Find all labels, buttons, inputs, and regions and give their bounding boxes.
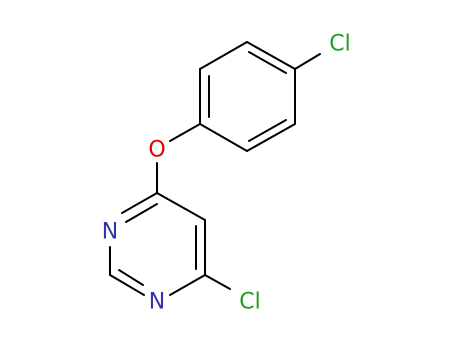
- atom-cl-top: Cl: [329, 32, 350, 57]
- pyrimidine-ring: [109, 192, 206, 296]
- bond-benzene-to-oxygen: [169, 123, 201, 142]
- double-bond-inner-n-lower-c2: [118, 269, 144, 286]
- bond-pyr-n-lower-to-c2: [109, 274, 145, 296]
- bond-pyr-c6-to-n-lower: [169, 274, 206, 296]
- double-bond-inner-top-right: [248, 51, 287, 74]
- double-bond-inner-n-upper-c4: [125, 203, 158, 223]
- bond-pyrimidine-to-cl-bottom: [204, 274, 231, 290]
- bond-benz-bottom-to-lower-left: [199, 123, 248, 152]
- double-bond-inner-bottom-right: [248, 119, 287, 142]
- bond-benz-lower-right-to-bottom: [246, 123, 296, 152]
- bond-pyr-c4-to-c5: [156, 192, 206, 221]
- bond-pyr-n-upper-to-c4: [121, 192, 158, 214]
- bond-benz-top-to-upper-right: [246, 41, 296, 70]
- atom-nitrogen-upper: N: [102, 220, 118, 245]
- atom-nitrogen-lower: N: [149, 290, 165, 315]
- atom-oxygen: O: [148, 138, 165, 163]
- bond-benzene-to-cl-top: [294, 53, 321, 70]
- atom-cl-bottom: Cl: [239, 290, 260, 315]
- bond-benz-upper-left-to-top: [199, 41, 248, 70]
- benzene-ring: [199, 41, 296, 152]
